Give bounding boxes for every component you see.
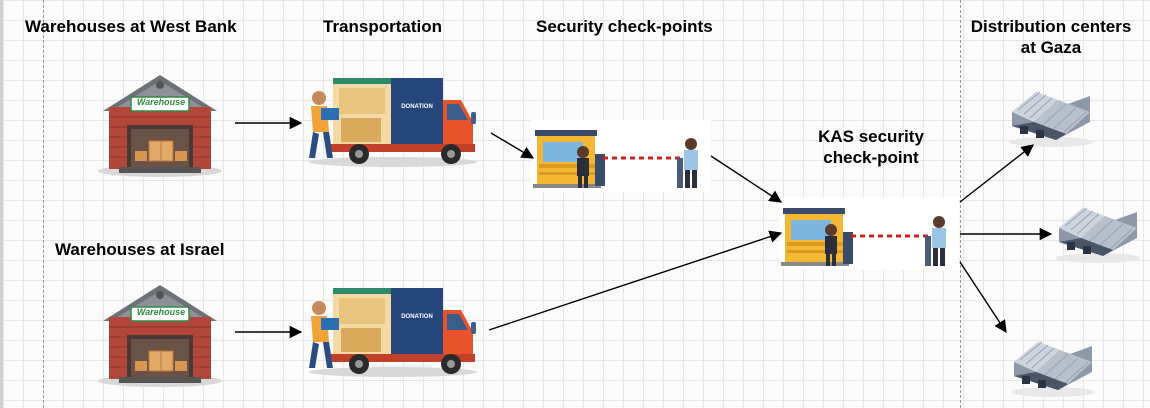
warehouse-sign-text: Warehouse [136, 97, 186, 107]
truck-donation-text: DONATION [401, 104, 433, 110]
delivery-truck-bottom-icon: DONATION [301, 284, 481, 379]
lane-divider-left [43, 0, 44, 408]
label-distribution-centers: Distribution centers at Gaza [956, 16, 1146, 58]
arrow-kas-to-distribution-bottom [959, 261, 1007, 334]
arrow-kas-to-distribution-top [959, 144, 1034, 203]
label-kas-line2: check-point [823, 148, 919, 167]
label-distribution-centers-line1: Distribution centers [970, 17, 1132, 36]
warehouse-sign-text: Warehouse [136, 307, 186, 317]
delivery-truck-top-icon: DONATION [301, 74, 481, 169]
label-kas-line1: KAS security [818, 127, 924, 146]
label-warehouses-west-bank: Warehouses at West Bank [25, 17, 237, 36]
label-kas-checkpoint: KAS security check-point [796, 126, 946, 168]
arrow-truck-to-checkpoint [490, 132, 535, 159]
lane-divider-right [960, 0, 961, 408]
label-security-checkpoints: Security check-points [536, 17, 713, 36]
label-warehouses-israel: Warehouses at Israel [55, 240, 225, 259]
warehouse-west-bank-icon: Warehouse [93, 66, 228, 178]
flow-arrows [235, 116, 1053, 339]
truck-donation-text: DONATION [401, 314, 433, 320]
warehouse-israel-icon: Warehouse [93, 276, 228, 388]
label-distribution-centers-line2: at Gaza [1020, 38, 1082, 57]
arrow-checkpoint-to-kas [710, 155, 783, 203]
arrow-israel-truck-to-kas [488, 230, 783, 331]
label-transportation: Transportation [323, 17, 443, 36]
